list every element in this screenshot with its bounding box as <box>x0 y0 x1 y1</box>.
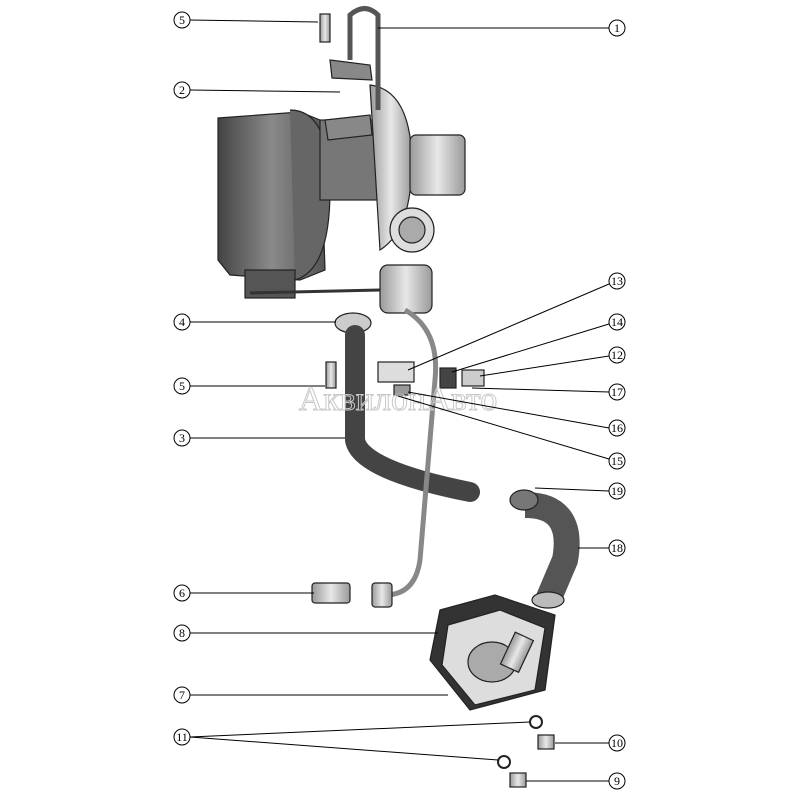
callout-1: 1 <box>608 19 626 37</box>
callout-6: 6 <box>173 584 191 602</box>
callout-10: 10 <box>608 734 626 752</box>
svg-text:13: 13 <box>611 274 623 288</box>
svg-text:14: 14 <box>611 315 623 329</box>
svg-text:9: 9 <box>614 774 620 788</box>
svg-text:4: 4 <box>179 315 185 329</box>
callout-15: 15 <box>608 452 626 470</box>
oil-return-tube <box>384 307 439 598</box>
callout-4: 4 <box>173 313 191 331</box>
nut-washer <box>393 384 411 396</box>
svg-text:8: 8 <box>179 626 185 640</box>
callout-3: 3 <box>173 429 191 447</box>
bolt-top <box>319 13 331 43</box>
leader-lines <box>189 19 610 782</box>
bolt-10 <box>537 734 555 750</box>
callout-16: 16 <box>608 419 626 437</box>
callout-9: 9 <box>608 772 626 790</box>
callout-7: 7 <box>173 686 191 704</box>
washer-upper <box>529 715 543 729</box>
flange-nozzle <box>499 631 535 674</box>
callout-13: 13 <box>608 272 626 290</box>
watermark: АквилонАвто <box>299 381 498 418</box>
svg-text:2: 2 <box>179 83 185 97</box>
svg-text:5: 5 <box>179 13 185 27</box>
clamp-bracket <box>377 361 415 383</box>
washer-lower <box>497 755 511 769</box>
hose-clamp <box>509 489 539 511</box>
svg-text:11: 11 <box>176 730 188 744</box>
svg-text:18: 18 <box>611 541 623 555</box>
callout-8: 8 <box>173 624 191 642</box>
hose-clamp-lower <box>531 591 565 609</box>
callout-19: 19 <box>608 482 626 500</box>
tube-nut <box>371 582 393 608</box>
union-fitting <box>311 582 351 604</box>
callout-5-middle: 5 <box>173 377 191 395</box>
callout-5-top: 5 <box>173 11 191 29</box>
svg-text:1: 1 <box>614 21 620 35</box>
turbocharger <box>217 59 466 314</box>
callout-11: 11 <box>173 728 191 746</box>
clamp <box>461 369 485 387</box>
callout-12: 12 <box>608 346 626 364</box>
bolt-middle <box>325 361 337 389</box>
oil-supply-pipe <box>347 6 381 110</box>
svg-text:5: 5 <box>179 379 185 393</box>
svg-text:17: 17 <box>611 385 623 399</box>
svg-text:3: 3 <box>179 431 185 445</box>
svg-text:16: 16 <box>611 421 623 435</box>
svg-text:19: 19 <box>611 484 623 498</box>
svg-text:7: 7 <box>179 688 185 702</box>
callout-18: 18 <box>608 539 626 557</box>
bushing <box>439 367 457 389</box>
svg-text:15: 15 <box>611 454 623 468</box>
plug-9 <box>509 772 527 788</box>
callout-14: 14 <box>608 313 626 331</box>
rubber-hose <box>524 492 580 606</box>
oil-drain-pipe <box>345 325 480 502</box>
callout-17: 17 <box>608 383 626 401</box>
svg-text:6: 6 <box>179 586 185 600</box>
callout-2: 2 <box>173 81 191 99</box>
svg-text:12: 12 <box>611 348 623 362</box>
svg-text:10: 10 <box>611 736 623 750</box>
